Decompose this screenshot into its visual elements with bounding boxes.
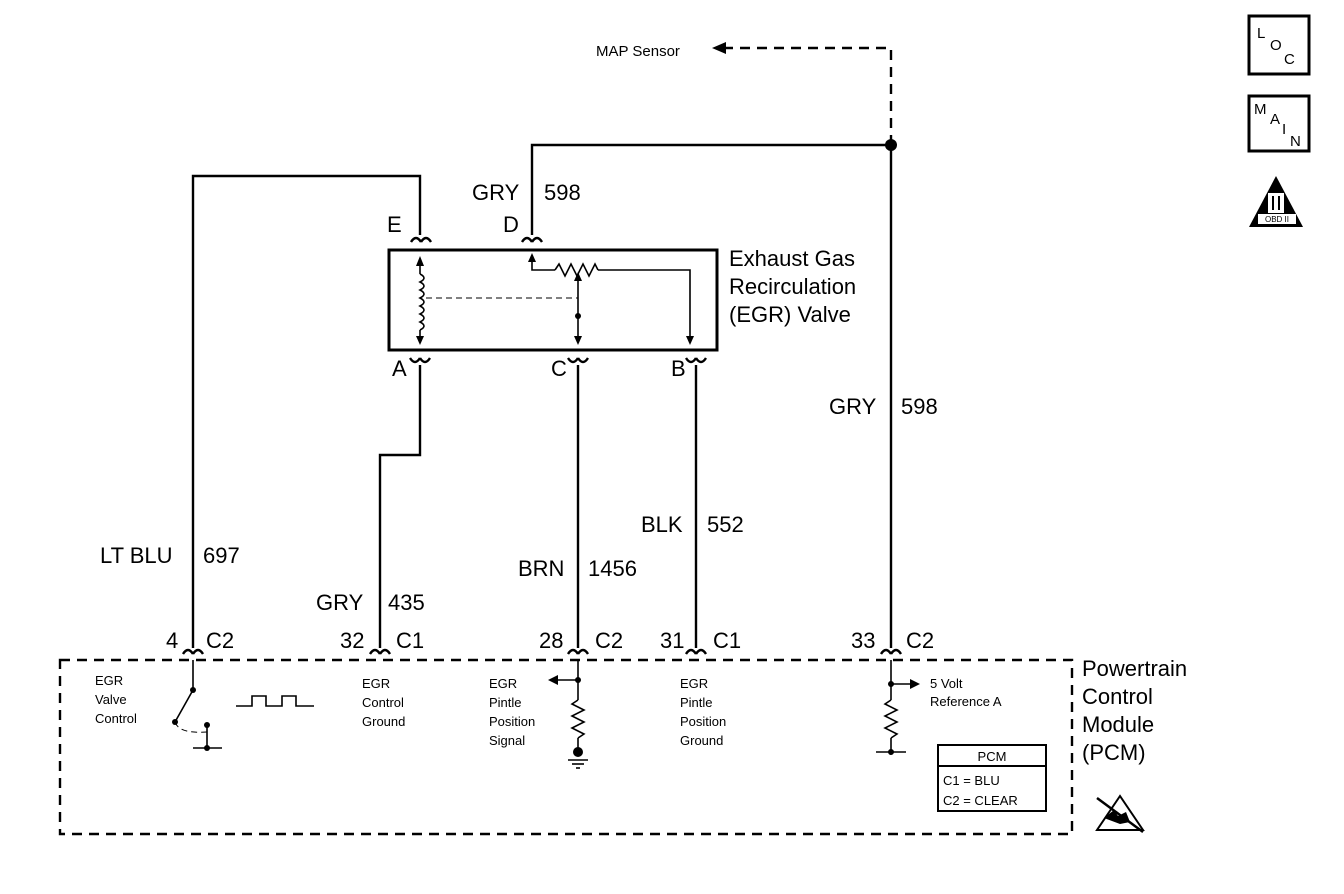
wire-gry-598-top-color: GRY (472, 180, 520, 205)
wire-brn-1456: BRN 1456 (518, 365, 637, 648)
map-sensor-label: MAP Sensor (596, 43, 680, 60)
svg-text:28: 28 (539, 628, 563, 653)
svg-text:EGR: EGR (95, 673, 123, 688)
svg-text:Pintle: Pintle (489, 695, 522, 710)
svg-text:L: L (1257, 25, 1265, 42)
pcm-connector-legend: PCM C1 = BLU C2 = CLEAR (937, 744, 1047, 812)
svg-text:BRN: BRN (518, 556, 564, 581)
svg-text:5 Volt: 5 Volt (930, 676, 963, 691)
svg-text:Module: Module (1082, 712, 1154, 737)
svg-text:GRY: GRY (829, 394, 877, 419)
wire-gry-598-top-circuit: 598 (544, 180, 581, 205)
svg-text:A: A (392, 356, 407, 381)
svg-text:EGR: EGR (362, 676, 390, 691)
svg-text:697: 697 (203, 543, 240, 568)
svg-text:Control: Control (362, 695, 404, 710)
svg-text:O: O (1270, 37, 1282, 54)
egr-pintle-signal-circuit: EGR Pintle Position Signal (489, 660, 588, 769)
svg-text:598: 598 (901, 394, 938, 419)
svg-text:C: C (1284, 51, 1295, 68)
svg-text:32: 32 (340, 628, 364, 653)
svg-text:4: 4 (166, 628, 178, 653)
wire-gry-435: GRY 435 (316, 365, 425, 648)
pin-b: B (671, 356, 708, 381)
pwm-signal-icon (236, 695, 314, 707)
svg-text:C2 = CLEAR: C2 = CLEAR (943, 793, 1018, 808)
loc-icon[interactable]: L O C (1247, 14, 1311, 76)
egr-valve-control-circuit: EGR Valve Control (95, 660, 314, 751)
svg-text:C2: C2 (595, 628, 623, 653)
svg-text:C2: C2 (906, 628, 934, 653)
egr-valve-box (387, 248, 719, 352)
svg-text:(PCM): (PCM) (1082, 740, 1146, 765)
esd-warning-icon (1095, 794, 1145, 834)
svg-text:Ground: Ground (362, 714, 405, 729)
svg-text:33: 33 (851, 628, 875, 653)
svg-text:Ground: Ground (680, 733, 723, 748)
egr-valve-title-3: (EGR) Valve (729, 302, 851, 327)
pin-c: C (551, 356, 590, 381)
svg-text:C: C (551, 356, 567, 381)
svg-text:435: 435 (388, 590, 425, 615)
svg-text:31: 31 (660, 628, 684, 653)
svg-text:M: M (1254, 101, 1267, 118)
svg-text:EGR: EGR (680, 676, 708, 691)
egr-valve-title-2: Recirculation (729, 274, 856, 299)
egr-valve-title-1: Exhaust Gas (729, 246, 855, 271)
pintle-potentiometer (528, 253, 694, 345)
pcm-pin-33: 33 C2 (851, 628, 934, 655)
svg-text:Pintle: Pintle (680, 695, 713, 710)
svg-text:D: D (503, 212, 519, 237)
svg-text:A: A (1270, 111, 1280, 128)
map-sensor-link: MAP Sensor (596, 42, 893, 145)
pin-e: E (387, 212, 433, 243)
svg-text:Valve: Valve (95, 692, 127, 707)
svg-text:1456: 1456 (588, 556, 637, 581)
egr-valve: Exhaust Gas Recirculation (EGR) Valve (387, 212, 856, 381)
svg-text:BLK: BLK (641, 512, 683, 537)
svg-text:Signal: Signal (489, 733, 525, 748)
svg-text:OBD II: OBD II (1265, 215, 1289, 224)
svg-text:Powertrain: Powertrain (1082, 656, 1187, 681)
svg-text:Position: Position (489, 714, 535, 729)
svg-text:Control: Control (1082, 684, 1153, 709)
wire-lt-blu-697: LT BLU 697 (100, 174, 422, 648)
svg-text:PCM: PCM (978, 749, 1007, 764)
svg-text:N: N (1290, 133, 1301, 150)
pcm-pin-4: 4 C2 (166, 628, 234, 655)
pin-d: D (503, 212, 544, 243)
svg-text:Reference A: Reference A (930, 694, 1002, 709)
svg-text:C1 = BLU: C1 = BLU (943, 773, 1000, 788)
svg-text:LT BLU: LT BLU (100, 543, 173, 568)
pcm-pin-31: 31 C1 (660, 628, 741, 655)
pcm-module: Powertrain Control Module (PCM) (58, 656, 1187, 836)
obd-ii-icon[interactable]: OBD II (1249, 176, 1303, 227)
svg-text:GRY: GRY (316, 590, 364, 615)
svg-text:EGR: EGR (489, 676, 517, 691)
pin-a: A (392, 356, 432, 381)
svg-text:Control: Control (95, 711, 137, 726)
svg-text:Position: Position (680, 714, 726, 729)
egr-control-ground: EGR Control Ground (362, 676, 405, 729)
pcm-pin-32: 32 C1 (340, 628, 424, 655)
five-volt-reference-circuit: 5 Volt Reference A (876, 660, 1002, 755)
wire-gry-598: GRY 598 (829, 145, 938, 648)
svg-text:552: 552 (707, 512, 744, 537)
pcm-pin-28: 28 C2 (539, 628, 623, 655)
main-icon[interactable]: M A I N (1247, 94, 1311, 153)
pcm-box (58, 658, 1074, 836)
svg-text:C1: C1 (713, 628, 741, 653)
svg-text:C2: C2 (206, 628, 234, 653)
wire-blk-552: BLK 552 (641, 365, 744, 648)
egr-pintle-ground: EGR Pintle Position Ground (680, 676, 726, 748)
solenoid-coil (416, 256, 578, 345)
svg-text:C1: C1 (396, 628, 424, 653)
wire-d-top: GRY 598 (472, 139, 897, 235)
svg-text:I: I (1282, 121, 1286, 138)
svg-text:B: B (671, 356, 686, 381)
svg-text:E: E (387, 212, 402, 237)
